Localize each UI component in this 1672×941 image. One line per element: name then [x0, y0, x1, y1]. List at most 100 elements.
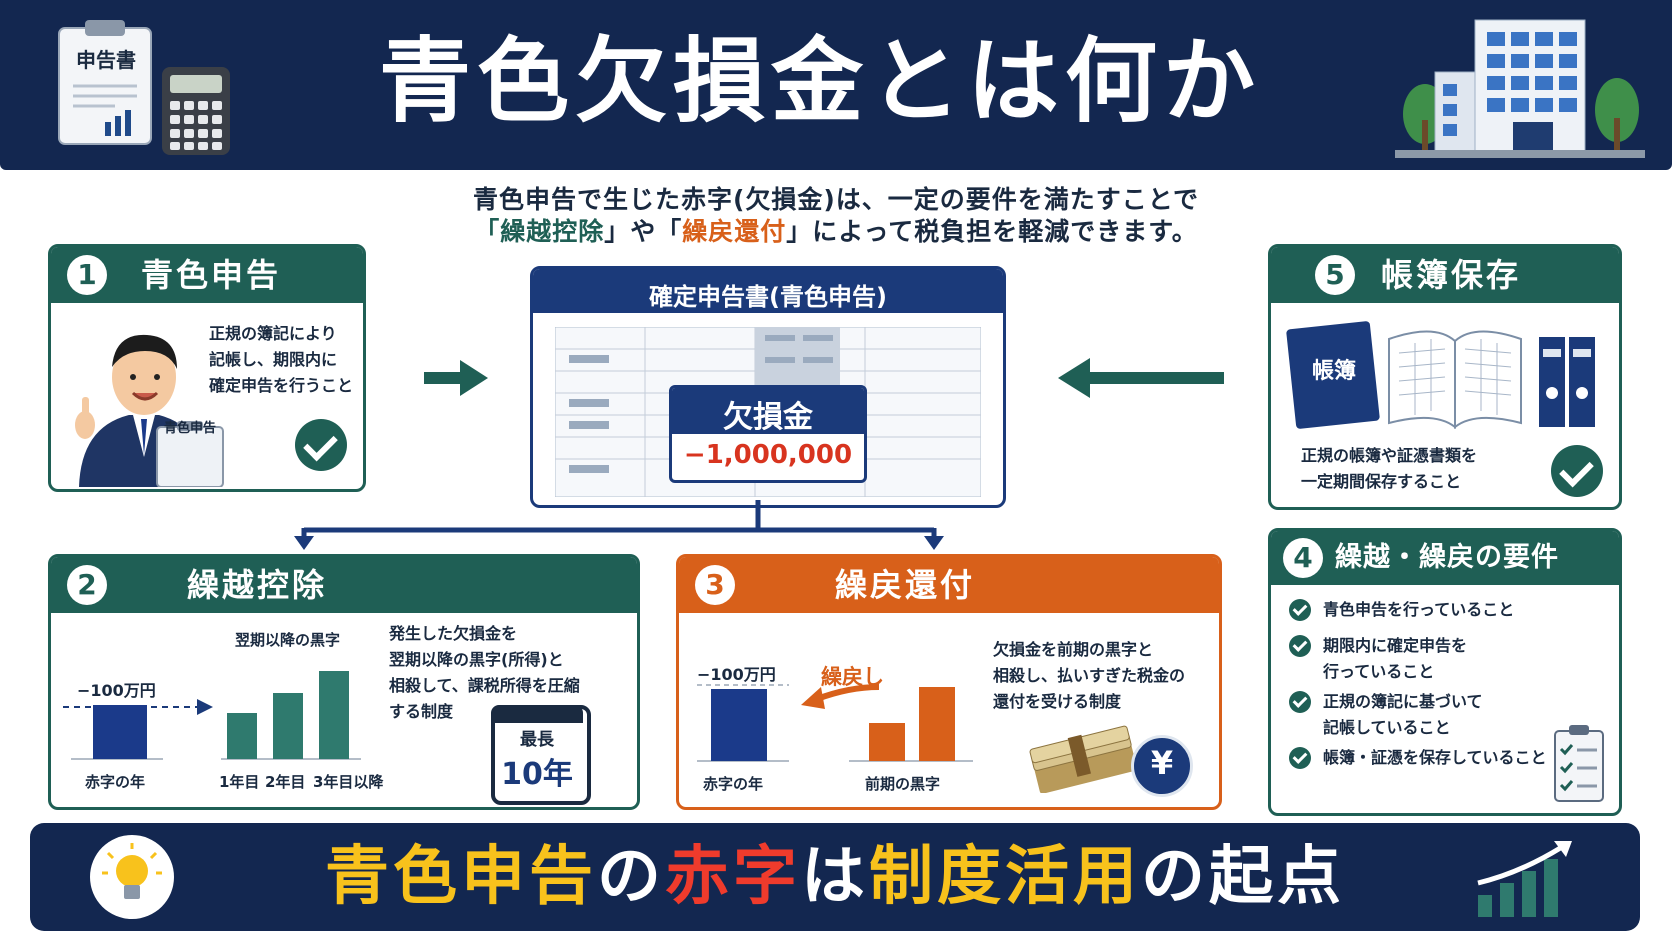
- requirement-2-line-1: 期限内に確定申告を: [1323, 636, 1468, 655]
- intro-keyword-carryback: 繰戻還付: [682, 217, 787, 246]
- calendar-icon: 最長 10年: [491, 705, 591, 805]
- panel-3-title: 繰戻還付: [835, 566, 976, 604]
- calculator-icon: [160, 65, 232, 157]
- ledger-book-label: 帳簿: [1311, 359, 1356, 384]
- panel-3-number: 3: [695, 565, 735, 605]
- requirement-1: 青色申告を行っていること: [1323, 600, 1515, 619]
- carryback-loss-label: −100万円: [697, 665, 776, 684]
- intro-line-2: 「繰越控除」や「繰戻還付」によって税負担を軽減できます。: [300, 212, 1372, 248]
- panel-requirements: 4 繰越・繰戻の要件 青色申告を行っていること 期限内に確定申告を 行っているこ…: [1268, 528, 1622, 816]
- panel-4-title: 繰越・繰戻の要件: [1335, 542, 1559, 573]
- panel-2-title: 繰越控除: [187, 566, 328, 604]
- panel-2-text-1: 発生した欠損金を: [389, 624, 518, 643]
- x-label-year-1: 1年目: [219, 773, 260, 791]
- requirement-4: 帳簿・証憑を保存していること: [1323, 748, 1547, 767]
- panel-book-keeping: 5 帳簿保存 帳簿 正規の帳簿や証憑書類を 一定期間保存すること: [1268, 244, 1622, 510]
- page-title: 青色欠損金とは何か: [378, 28, 1261, 135]
- slogan-part-1: 青色申告: [325, 840, 597, 914]
- panel-1-text-3: 確定申告を行うこと: [209, 376, 354, 395]
- panel-2-text-2: 翌期以降の黒字(所得)と: [389, 650, 564, 669]
- requirement-3-line-1: 正規の簿記に基づいて: [1323, 692, 1483, 711]
- panel-5-number: 5: [1315, 255, 1355, 295]
- growth-chart-icon: [1470, 837, 1580, 921]
- tax-return-form-title: 確定申告書(青色申告): [649, 283, 887, 311]
- x-label-loss-year: 赤字の年: [703, 775, 764, 793]
- panel-4-header: 4 繰越・繰戻の要件: [1271, 531, 1619, 585]
- intro-end: 」によって税負担を軽減できます。: [786, 217, 1198, 246]
- ledger-book-icon: [1285, 319, 1601, 430]
- panel-5-header: 5 帳簿保存: [1271, 247, 1619, 303]
- panel-3-text-1: 欠損金を前期の黒字と: [993, 640, 1154, 659]
- header-banner: 申告書 青色欠損金とは何か: [0, 0, 1672, 170]
- slogan-part-3: 赤字: [665, 840, 801, 914]
- panel-blue-return: 1 青色申告 青色申告 正規の簿記により 記帳し、期限内に 確定申告を行うこと: [48, 244, 366, 492]
- document-icon: [55, 18, 155, 148]
- panel-4-number: 4: [1283, 538, 1323, 578]
- tax-return-form-header: [533, 269, 1003, 313]
- panel-carry-back: 3 繰戻還付 −100万円 繰戻し 赤字の年 前期の黒字 欠損金を前期の黒字と …: [676, 554, 1222, 810]
- footer-slogan: 青色申告の赤字は制度活用の起点: [240, 833, 1430, 921]
- panel-2-number: 2: [67, 565, 107, 605]
- carryforward-loss-label: −100万円: [77, 681, 156, 700]
- calendar-label-top: 最長: [520, 730, 554, 750]
- arrow-right-icon: [424, 358, 488, 398]
- panel-1-title: 青色申告: [141, 256, 282, 294]
- requirement-3-line-2: 記帳していること: [1323, 718, 1451, 737]
- requirement-2-line-2: 行っていること: [1323, 662, 1435, 681]
- panel-5-text-1: 正規の帳簿や証憑書類を: [1301, 446, 1478, 465]
- panel-carry-forward: 2 繰越控除 −100万円 翌期以降の黒字 赤字の年 1年目 2年目 3年目以降…: [48, 554, 640, 810]
- slogan-part-5: 制度活用: [869, 840, 1141, 914]
- panel-5-text-2: 一定期間保存すること: [1301, 472, 1462, 491]
- lightbulb-icon: [90, 835, 174, 919]
- document-icon-label: 申告書: [76, 48, 136, 72]
- panel-1-text-2: 記帳し、期限内に: [209, 350, 338, 369]
- intro-line-1: 青色申告で生じた赤字(欠損金)は、一定の要件を満たすことで: [472, 185, 1200, 214]
- slogan-part-2: の: [597, 840, 665, 914]
- check-icon: [1289, 635, 1311, 657]
- panel-5-title: 帳簿保存: [1381, 256, 1522, 294]
- panel-1-text-1: 正規の簿記により: [209, 324, 337, 343]
- x-label-year-3: 3年目以降: [313, 773, 384, 791]
- bar-prev-1: [869, 723, 905, 761]
- check-icon: [1289, 691, 1311, 713]
- loss-box-label: 欠損金: [723, 400, 813, 435]
- loss-box-header: [672, 388, 864, 434]
- panel-2-text-4: する制度: [389, 702, 454, 721]
- yen-symbol: ¥: [1150, 744, 1174, 782]
- branch-connector: [290, 500, 950, 550]
- panel-3-text-2: 相殺し、払いすぎた税金の: [993, 666, 1186, 685]
- cash-icon: [1023, 723, 1143, 794]
- bar-loss-year: [93, 705, 147, 759]
- panel-2-header: 2 繰越控除: [51, 557, 637, 613]
- bar-year-3: [319, 671, 349, 759]
- office-building-icon: [1395, 10, 1645, 160]
- bar-year-2: [273, 693, 303, 759]
- x-label-year-2: 2年目: [265, 773, 306, 791]
- bar-year-1: [227, 713, 257, 759]
- x-label-loss-year: 赤字の年: [85, 773, 146, 791]
- bar-prev-2: [919, 687, 955, 761]
- loss-box-value: −1,000,000: [683, 440, 853, 470]
- panel-3-text-3: 還付を受ける制度: [993, 692, 1122, 711]
- footer-banner: 青色申告の赤字は制度活用の起点: [30, 823, 1640, 931]
- carryback-chart: [679, 557, 1219, 807]
- slogan-part-6: の起点: [1141, 840, 1345, 914]
- panel-1-header: 1 青色申告: [51, 247, 363, 303]
- slogan-part-4: は: [801, 840, 869, 914]
- check-icon: [1289, 747, 1311, 769]
- intro-mid: 」や「: [604, 217, 683, 246]
- arrow-left-icon: [1058, 358, 1224, 398]
- panel-3-header: 3 繰戻還付: [679, 557, 1219, 613]
- calendar-top-bar: [491, 705, 583, 723]
- check-icon: [295, 419, 347, 471]
- businessman-illustration: [59, 307, 229, 488]
- check-icon: [1551, 445, 1603, 497]
- tax-return-form: 確定申告書(青色申告) 欠損金 −1,000,000: [530, 266, 1006, 508]
- clipboard-label: 青色申告: [163, 421, 216, 436]
- check-icon: [1289, 599, 1311, 621]
- loss-box: 欠損金 −1,000,000: [669, 385, 867, 483]
- intro-quote-open: 「: [474, 217, 501, 246]
- panel-2-text-3: 相殺して、課税所得を圧縮: [389, 676, 580, 695]
- x-label-prev-profit: 前期の黒字: [865, 775, 941, 793]
- checklist-icon: [1551, 723, 1607, 803]
